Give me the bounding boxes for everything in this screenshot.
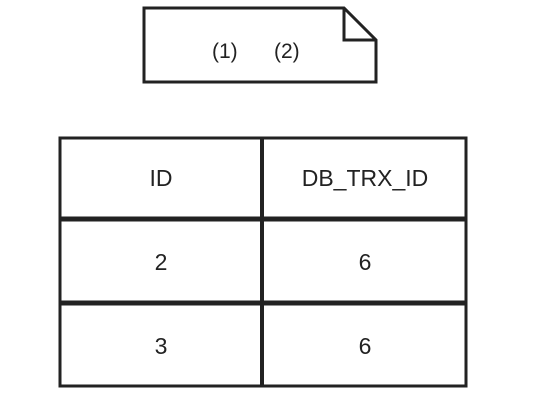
- row-2-id: 3: [154, 333, 168, 359]
- table-grid: [58, 136, 468, 388]
- note-shape: [142, 6, 378, 84]
- version-note: (1) (2): [142, 6, 378, 84]
- row-2-db-trx-id: 6: [358, 333, 372, 359]
- header-db-trx-id: DB_TRX_ID: [301, 165, 429, 191]
- header-id: ID: [149, 165, 173, 191]
- record-table: ID DB_TRX_ID 2 6 3 6: [58, 136, 468, 388]
- note-label-2: (2): [274, 40, 300, 63]
- row-1-id: 2: [154, 249, 168, 275]
- note-label-1: (1): [212, 40, 238, 63]
- row-1-db-trx-id: 6: [358, 249, 372, 275]
